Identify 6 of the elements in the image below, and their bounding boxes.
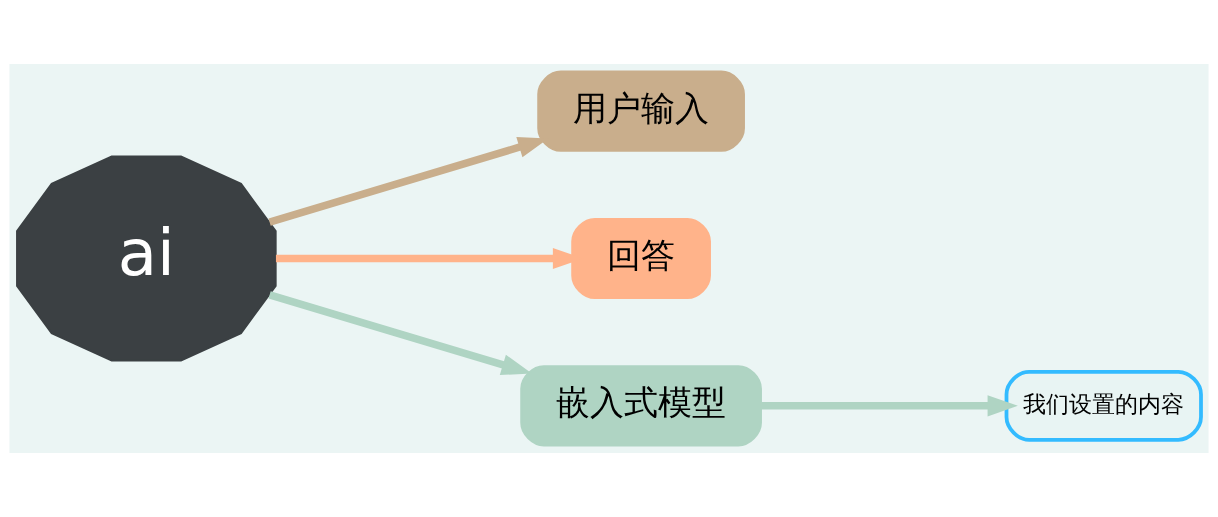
arrow: [761, 395, 1018, 417]
node-box: 我们设置的内容: [1004, 369, 1203, 442]
node-box: 回答: [571, 217, 711, 300]
node-box: 用户输入: [537, 70, 745, 152]
arrow: [268, 291, 532, 376]
node-box: 嵌入式模型: [520, 365, 762, 447]
